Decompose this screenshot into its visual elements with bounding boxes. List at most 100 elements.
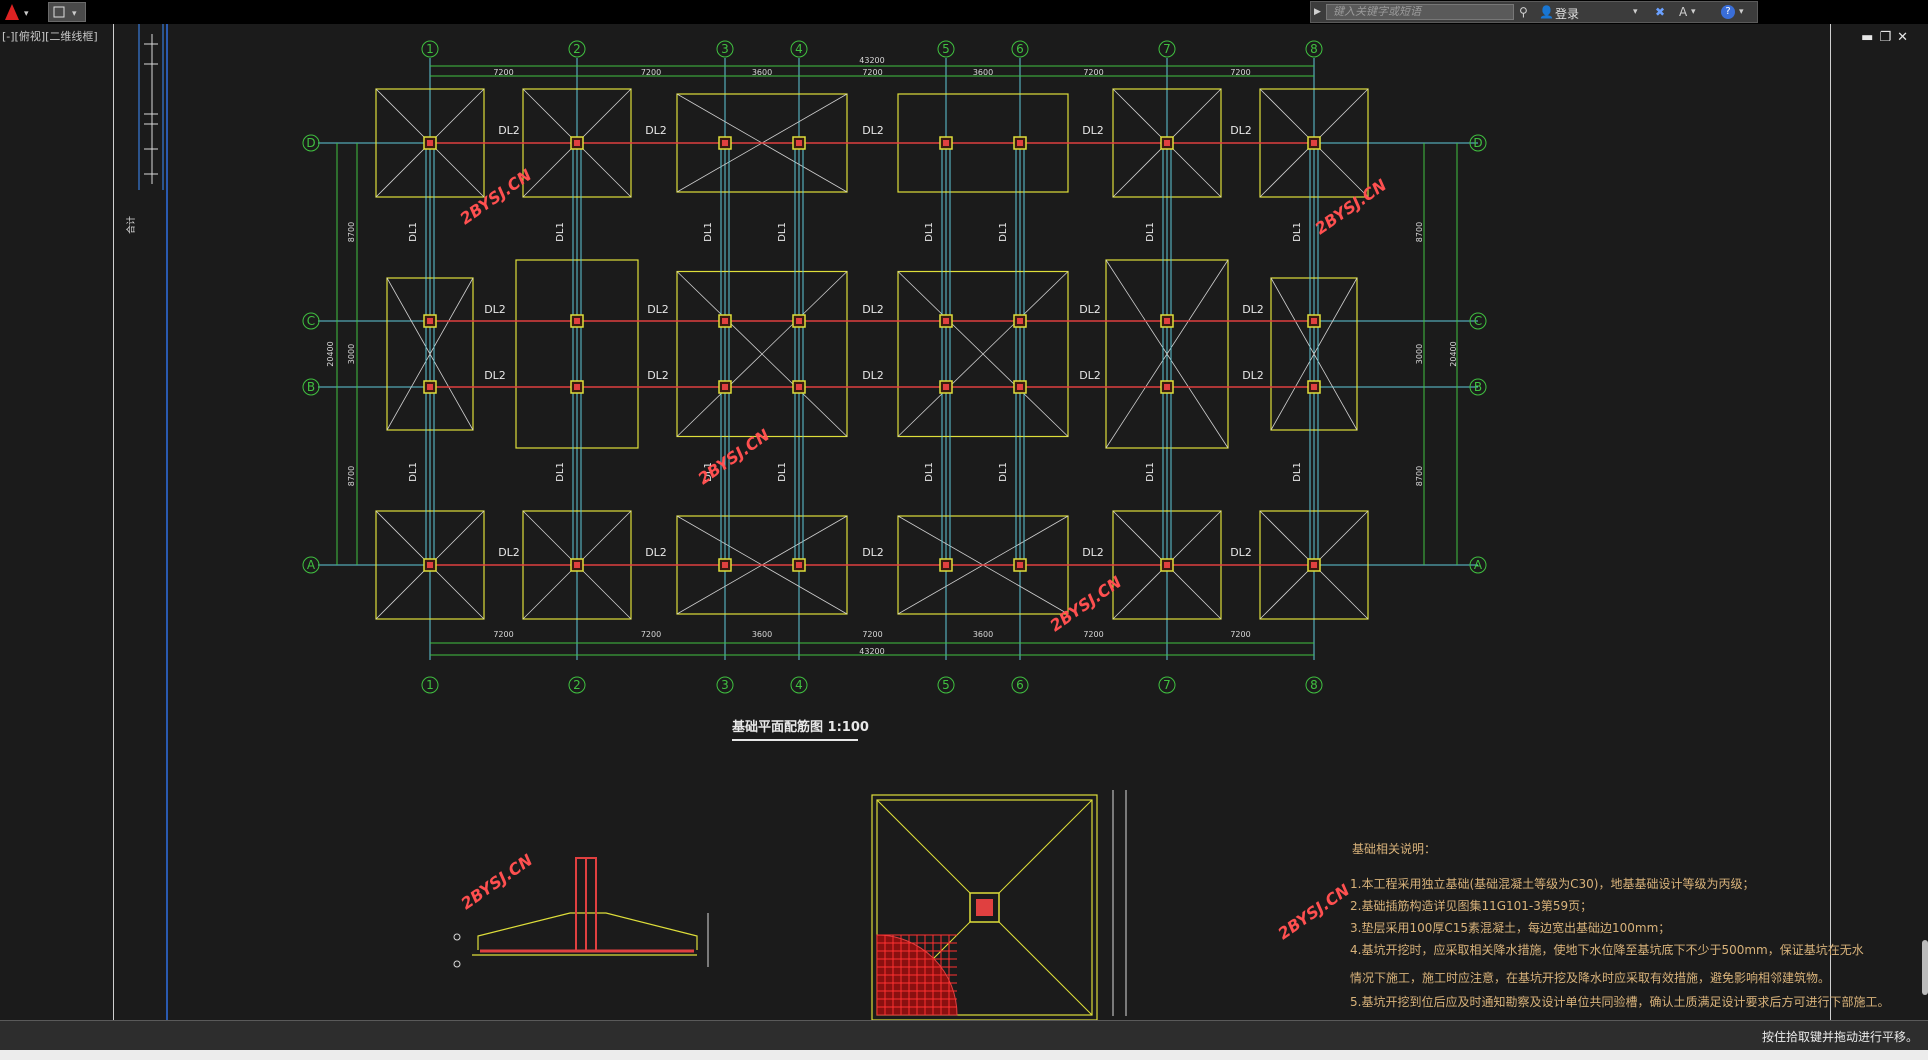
column-core [1017, 384, 1023, 390]
axis-label-left: D [306, 136, 315, 150]
dim-text-right: 3000 [1415, 344, 1424, 364]
footing-outline [1105, 259, 1229, 449]
vertical-scrollbar-thumb[interactable] [1922, 940, 1928, 995]
dim-text-top: 7200 [493, 68, 513, 77]
section-marker [453, 933, 461, 941]
beam-label-dl1: DL1 [1145, 462, 1156, 482]
bottom-strip [0, 1050, 1928, 1060]
footing-outline [897, 270, 1069, 438]
minimize-icon[interactable]: ▬ [1861, 30, 1880, 45]
column-core [796, 318, 802, 324]
exchange-icon[interactable]: ✖ [1655, 5, 1666, 19]
axis-bubble [1158, 40, 1176, 58]
axis-bubble [790, 676, 808, 694]
beam-label-dl2: DL2 [647, 303, 669, 316]
beam-label-dl2: DL2 [484, 369, 506, 382]
application-menu-button[interactable]: ▾ [2, 1, 42, 23]
axis-label-bottom: 4 [795, 678, 803, 692]
help-dropdown-icon[interactable]: ▾ [1739, 7, 1744, 17]
beam-label-dl2: DL2 [862, 124, 884, 137]
watermark-text: 2BYSJ.CN [457, 850, 536, 913]
axis-label-right: A [1474, 558, 1483, 572]
login-button[interactable]: 登录 [1555, 7, 1580, 21]
dim-total-bottom: 43200 [859, 647, 884, 656]
axis-bubble [1469, 556, 1487, 574]
axis-bubble [1469, 378, 1487, 396]
binoculars-icon[interactable]: ⚲ [1519, 5, 1528, 19]
column-core [722, 318, 728, 324]
beam-label-dl2: DL2 [1082, 546, 1104, 559]
axis-label-top: 2 [573, 42, 581, 56]
autodesk-a360-icon[interactable]: A [1679, 5, 1688, 19]
axis-bubble [716, 40, 734, 58]
quick-access-toolbar-button[interactable]: ▾ [48, 2, 86, 22]
dim-text-top: 7200 [641, 68, 661, 77]
axis-bubble [1305, 676, 1323, 694]
column-core [1311, 562, 1317, 568]
beam-label-dl2: DL2 [1082, 124, 1104, 137]
beam-label-dl2: DL2 [647, 369, 669, 382]
footing-plan-detail [871, 790, 1127, 1020]
axis-label-left: A [307, 558, 316, 572]
dim-text-right: 8700 [1415, 466, 1424, 486]
column-core [722, 140, 728, 146]
column-core [1017, 562, 1023, 568]
user-icon[interactable]: 👤 [1539, 5, 1554, 19]
footing-detail-outer [871, 794, 1098, 1020]
footing-outline [676, 270, 848, 438]
axis-bubble [302, 312, 320, 330]
footing-slope-line [1105, 259, 1229, 449]
axis-bubble [302, 134, 320, 152]
dim-total-top: 43200 [859, 56, 884, 65]
expand-arrow-icon[interactable]: ▶ [1314, 7, 1321, 17]
column-core [1164, 384, 1170, 390]
section-marker [453, 960, 461, 968]
help-icon[interactable]: ? [1721, 5, 1735, 19]
beam-label-dl2: DL2 [1079, 369, 1101, 382]
axis-bubble [1469, 312, 1487, 330]
column-core [1164, 140, 1170, 146]
axis-bubble [790, 40, 808, 58]
close-icon[interactable]: ✕ [1897, 30, 1914, 45]
axis-bubble [302, 556, 320, 574]
axis-label-top: 4 [795, 42, 803, 56]
beam-label-dl2: DL2 [1230, 546, 1252, 559]
column-core [722, 384, 728, 390]
beam-label-dl1: DL1 [408, 462, 419, 482]
viewport-left-border [113, 24, 114, 1020]
dim-text-top: 7200 [1230, 68, 1250, 77]
axis-bubble [716, 676, 734, 694]
column-core [427, 384, 433, 390]
dim-text-bottom: 7200 [1230, 630, 1250, 639]
dim-text-left: 8700 [347, 222, 356, 242]
column-core [796, 140, 802, 146]
a360-dropdown-icon[interactable]: ▾ [1691, 7, 1696, 17]
footing-detail-core [976, 899, 993, 916]
column-core [943, 384, 949, 390]
login-dropdown-icon[interactable]: ▾ [1633, 7, 1638, 17]
axis-label-right: C [1474, 314, 1482, 328]
beam-label-dl1: DL1 [408, 222, 419, 242]
axis-bubble [1011, 40, 1029, 58]
column-core [943, 562, 949, 568]
column-core [943, 140, 949, 146]
axis-bubble [568, 676, 586, 694]
viewport-controls-label[interactable]: [-][俯视][二维线框] [2, 30, 98, 43]
footing-slope-line [897, 271, 1069, 437]
note-item: 2.基础插筋构造详见图集11G101-3第59页； [1350, 898, 1592, 913]
column-core [1017, 318, 1023, 324]
axis-label-bottom: 3 [721, 678, 729, 692]
beam-label-dl1: DL1 [555, 222, 566, 242]
restore-icon[interactable]: ❐ [1879, 30, 1898, 45]
axis-label-right: D [1473, 136, 1482, 150]
foundation-section-detail [453, 857, 709, 968]
beam-label-dl2: DL2 [862, 546, 884, 559]
axis-label-left: C [307, 314, 315, 328]
dim-text-bottom: 7200 [862, 630, 882, 639]
column-core [574, 384, 580, 390]
axis-bubble [1011, 676, 1029, 694]
column-core [796, 562, 802, 568]
search-input[interactable]: 键入关键字或短语 [1326, 4, 1514, 20]
